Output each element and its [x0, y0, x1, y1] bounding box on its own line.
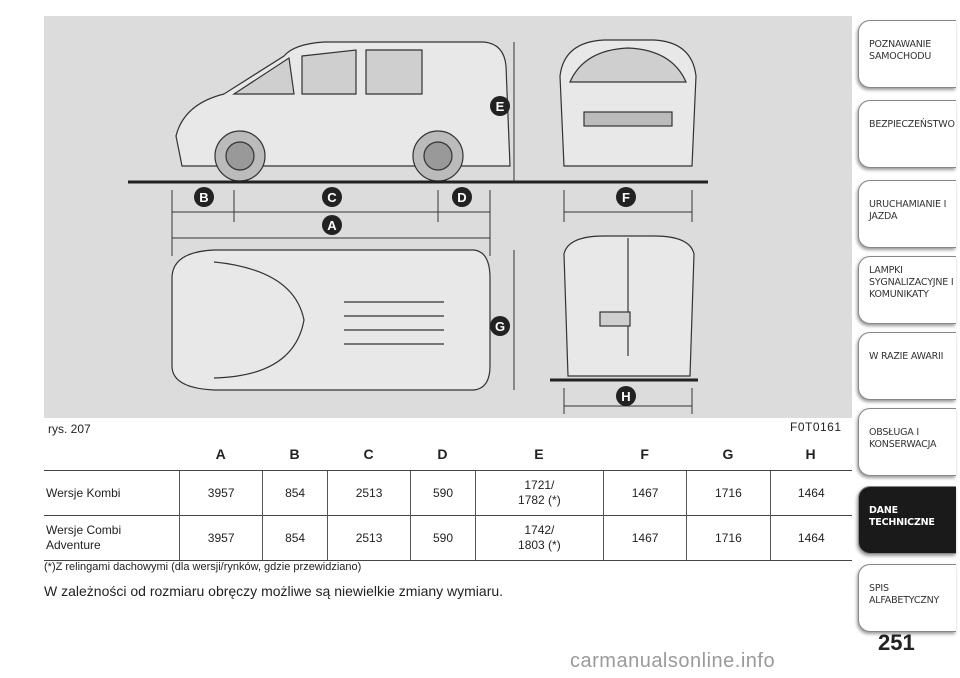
table-header-row: A B C D E F G H	[44, 438, 852, 471]
table-row: Wersje Combi Adventure 3957 854 2513 590…	[44, 515, 852, 561]
sidebar-tab-obsluga[interactable]: OBSŁUGA I KONSERWACJA	[858, 408, 956, 476]
sidebar-tab-bezpieczenstwo[interactable]: BEZPIECZEŃSTWO	[858, 100, 956, 168]
page-number: 251	[878, 630, 915, 655]
table-header-cell: G	[722, 446, 735, 462]
top-view-body	[171, 249, 491, 391]
table-cell: 1721/ 1782 (*)	[474, 470, 604, 516]
sidebar-tab-awarii[interactable]: W RAZIE AWARII	[858, 332, 956, 400]
marker-f: F	[616, 187, 636, 207]
marker-d: D	[452, 187, 472, 207]
row-label: Wersje Kombi	[44, 470, 180, 516]
table-cell: 3957	[178, 515, 263, 561]
table-cell: 854	[262, 470, 328, 516]
table-header-cell: D	[437, 446, 449, 462]
table-cell: 1467	[602, 515, 687, 561]
table-header-cell: F	[640, 446, 650, 462]
svg-text:F: F	[622, 190, 630, 205]
table-cell: 3957	[178, 470, 263, 516]
sidebar-tab-lampki[interactable]: LAMPKI SYGNALIZACYJNE I KOMUNIKATY	[858, 256, 956, 324]
marker-e: E	[490, 96, 510, 116]
watermark: carmanualsonline.info	[570, 650, 776, 672]
svg-text:C: C	[327, 190, 337, 205]
row-label: Wersje Combi Adventure	[44, 515, 180, 561]
sidebar-tab-uruchamianie[interactable]: URUCHAMIANIE I JAZDA	[858, 180, 956, 248]
svg-text:E: E	[496, 99, 505, 114]
table-cell: 590	[410, 515, 476, 561]
table-cell: 1467	[602, 470, 687, 516]
table-header-empty	[44, 438, 180, 471]
table-cell: 854	[262, 515, 328, 561]
marker-b: B	[194, 187, 214, 207]
table-header-cell: A	[215, 446, 227, 462]
table-cell: 2513	[326, 515, 411, 561]
table-cell: 590	[410, 470, 476, 516]
svg-text:A: A	[327, 218, 337, 233]
figure-code: F0T0161	[790, 420, 842, 434]
dimension-note: W zależności od rozmiaru obręczy możliwe…	[44, 583, 504, 599]
svg-text:B: B	[199, 190, 208, 205]
sidebar-tab-poznawanie[interactable]: POZNAWANIE SAMOCHODU	[858, 20, 956, 88]
marker-c: C	[322, 187, 342, 207]
sidebar-tab-spis[interactable]: SPIS ALFABETYCZNY	[858, 564, 956, 632]
rear-view-body	[563, 235, 695, 377]
table-header-cell: C	[363, 446, 375, 462]
svg-text:H: H	[621, 389, 630, 404]
table-cell: 1464	[769, 515, 852, 561]
table-header-cell: H	[805, 446, 817, 462]
vehicle-dimensions-drawing: B C D F A E G H	[44, 16, 852, 418]
svg-text:D: D	[457, 190, 466, 205]
marker-g: G	[490, 316, 510, 336]
table-header-cell: B	[289, 446, 301, 462]
table-cell: 1716	[686, 470, 771, 516]
table-cell: 1742/ 1803 (*)	[474, 515, 604, 561]
marker-h: H	[616, 386, 636, 406]
svg-text:G: G	[495, 319, 505, 334]
marker-a: A	[322, 215, 342, 235]
figure-label: rys. 207	[48, 422, 91, 436]
table-row: Wersje Kombi 3957 854 2513 590 1721/ 178…	[44, 470, 852, 516]
vehicle-diagram: B C D F A E G H	[128, 39, 708, 414]
table-cell: 2513	[326, 470, 411, 516]
sidebar-tab-dane-techniczne[interactable]: DANE TECHNICZNE	[858, 486, 956, 554]
table-cell: 1716	[686, 515, 771, 561]
footnote: (*)Z relingami dachowymi (dla wersji/ryn…	[44, 561, 362, 573]
table-header-cell: E	[534, 446, 545, 462]
table-cell: 1464	[769, 470, 852, 516]
dimensions-table: A B C D E F G H Wersje Kombi 3957 854 25…	[44, 438, 852, 561]
